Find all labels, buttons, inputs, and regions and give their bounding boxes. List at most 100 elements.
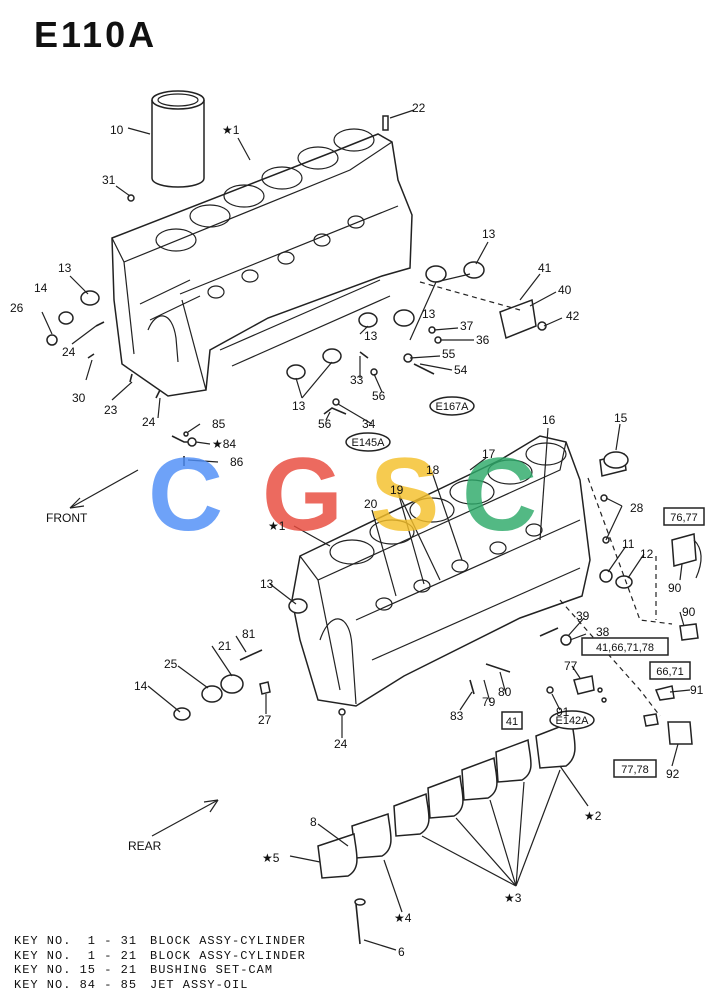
callout-label: 24 [142, 415, 156, 429]
legend-row: KEY NO. 15 - 21 BUSHING SET-CAM [14, 963, 306, 978]
callout-label: 56 [372, 389, 386, 403]
callout-label: 91 [690, 683, 704, 697]
callout-label: 13 [260, 577, 274, 591]
callout-label: ★4 [394, 911, 412, 925]
callout-label: 41 [538, 261, 552, 275]
legend-row: KEY NO. 1 - 21 BLOCK ASSY-CYLINDER [14, 949, 306, 964]
leader-lines [41, 109, 691, 951]
callout-label: 13 [364, 329, 378, 343]
callout-label: 12 [640, 547, 654, 561]
callout-label: 24 [334, 737, 348, 751]
callout-label: 13 [58, 261, 72, 275]
ref-tag-77-78: 77,78 [621, 764, 649, 776]
ref-tag-e167a: E167A [435, 401, 469, 413]
cylinder-bores-upper [155, 128, 375, 252]
cam-bores-upper [207, 215, 365, 299]
legend-key: KEY NO. 15 - 21 [14, 963, 138, 977]
callout-label: 16 [542, 413, 556, 427]
callout-label: 42 [566, 309, 580, 323]
callout-label: 55 [442, 347, 456, 361]
callout-label: 40 [558, 283, 572, 297]
callout-label: 22 [412, 101, 426, 115]
legend-desc: BLOCK ASSY-CYLINDER [150, 934, 306, 948]
legend-desc: BUSHING SET-CAM [150, 963, 274, 977]
cgsc-watermark: C G S C [148, 437, 537, 553]
legend-key: KEY NO. 1 - 31 [14, 934, 138, 948]
ref-tag-e142a: E142A [555, 715, 589, 727]
callout-label: 14 [34, 281, 48, 295]
direction-indicators: FRONT REAR [46, 469, 219, 853]
callout-label: 37 [460, 319, 474, 333]
rear-label: REAR [128, 839, 162, 853]
watermark-letter: C [462, 437, 537, 553]
callout-label: 18 [426, 463, 440, 477]
ref-tag-41-66-71-78: 41,66,71,78 [596, 642, 654, 654]
ref-tag-e145a: E145A [351, 437, 385, 449]
callout-label: 86 [230, 455, 244, 469]
legend-row: KEY NO. 84 - 85 JET ASSY-OIL [14, 978, 306, 993]
callout-label: 85 [212, 417, 226, 431]
callout-label: 14 [134, 679, 148, 693]
callout-label: 17 [482, 447, 496, 461]
watermark-letter: S [370, 437, 439, 553]
callout-label: 31 [102, 173, 116, 187]
callout-label: 20 [364, 497, 378, 511]
callout-label: ★5 [262, 851, 280, 865]
callout-label: 34 [362, 417, 376, 431]
callout-label: 23 [104, 403, 118, 417]
callout-label: 11 [622, 537, 635, 551]
callout-label: 79 [482, 695, 496, 709]
callout-label: 19 [390, 483, 404, 497]
callout-label: 28 [630, 501, 644, 515]
callout-label: 36 [476, 333, 490, 347]
lower-small-parts [173, 451, 702, 745]
callout-label: 21 [218, 639, 232, 653]
upper-cylinder-block [111, 128, 413, 397]
callout-numbers: 10 ★1 22 31 13 13 14 26 24 30 23 24 13 1… [10, 101, 704, 959]
callout-label: 24 [62, 345, 76, 359]
ref-tag-76-77: 76,77 [670, 512, 698, 524]
callout-label: 83 [450, 709, 464, 723]
watermark-letter: G [262, 437, 343, 553]
callout-label: 92 [666, 767, 680, 781]
callout-label: 38 [596, 625, 610, 639]
callout-label: ★2 [584, 809, 602, 823]
callout-label: ★3 [504, 891, 522, 905]
legend-key: KEY NO. 84 - 85 [14, 977, 138, 992]
callout-label: 33 [350, 373, 364, 387]
key-legend: KEY NO. 1 - 31 BLOCK ASSY-CYLINDER KEY N… [14, 934, 306, 992]
callout-label: 56 [318, 417, 332, 431]
callout-label: 13 [482, 227, 496, 241]
ref-tag-41: 41 [506, 716, 518, 728]
ref-tag-66-71: 66,71 [656, 666, 684, 678]
callout-label: 15 [614, 411, 628, 425]
cylinder-bores-lower [329, 442, 567, 565]
callout-label: 90 [682, 605, 696, 619]
callout-label: ★84 [212, 437, 236, 451]
callout-label: 13 [422, 307, 436, 321]
callout-label: 8 [310, 815, 317, 829]
callout-label: ★1 [268, 519, 286, 533]
cylinder-liner [151, 90, 205, 188]
callout-label: 6 [398, 945, 405, 959]
callout-label: 81 [242, 627, 256, 641]
reference-tags: E167A E145A E142A 76,77 41,66,71,78 66,7… [345, 396, 705, 778]
callout-label: 80 [498, 685, 512, 699]
callout-label: 91 [556, 705, 570, 719]
lower-cylinder-block [291, 435, 591, 707]
callout-label: 90 [668, 581, 682, 595]
legend-desc: JET ASSY-OIL [150, 977, 249, 992]
legend-row: KEY NO. 1 - 31 BLOCK ASSY-CYLINDER [14, 934, 306, 949]
callout-label: 54 [454, 363, 468, 377]
callout-label: 27 [258, 713, 272, 727]
callout-label: 10 [110, 123, 124, 137]
main-bearing-caps [317, 720, 576, 945]
callout-label: 26 [10, 301, 24, 315]
watermark-letter: C [148, 437, 223, 553]
legend-key: KEY NO. 1 - 21 [14, 948, 138, 963]
front-label: FRONT [46, 511, 88, 525]
upper-small-parts [46, 115, 547, 415]
callout-label: ★1 [222, 123, 240, 137]
callout-label: 13 [292, 399, 306, 413]
